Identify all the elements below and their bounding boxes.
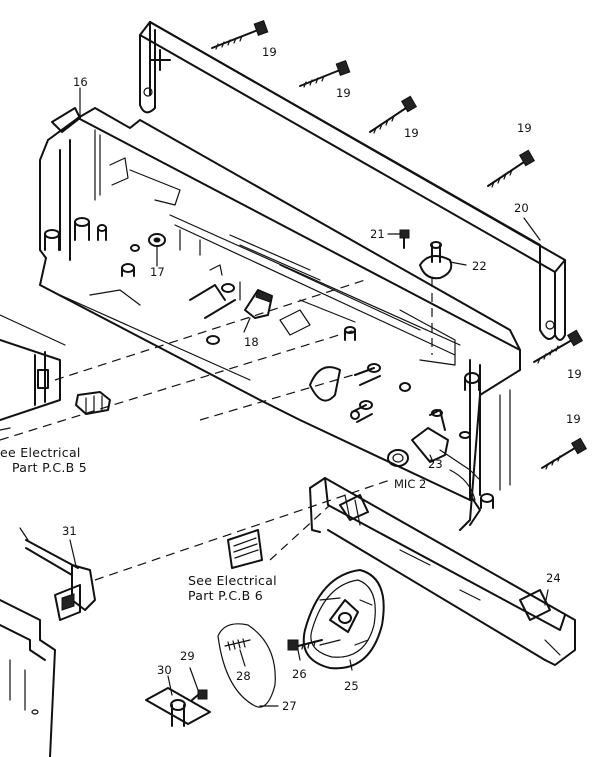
callout-27: 27 — [282, 699, 297, 713]
left-lower-plate — [0, 599, 56, 757]
screw-19-third — [369, 95, 418, 134]
callout-25: 25 — [344, 679, 359, 693]
chassis-bosses — [44, 217, 494, 509]
callout-19-f: 19 — [566, 412, 581, 426]
screw-19-second — [299, 60, 351, 88]
callout-17: 17 — [150, 265, 165, 279]
screw-19-fourth — [487, 149, 536, 188]
part-25-wheel — [302, 569, 385, 670]
note-pcb6-line1: See Electrical — [188, 573, 277, 588]
leader-lines — [0, 279, 391, 581]
part-24-rail — [309, 477, 576, 666]
part-23-bracket — [411, 409, 449, 463]
callout-22: 22 — [472, 259, 487, 273]
main-chassis-frame — [39, 107, 521, 531]
note-pcb5-line2: Part P.C.B 5 — [12, 460, 87, 475]
screw-19-right-upper — [533, 329, 584, 364]
part-29-screw — [191, 689, 208, 701]
part-22-clip — [419, 241, 453, 355]
callout-19-a: 19 — [262, 45, 277, 59]
callout-23: 23 — [428, 457, 443, 471]
callout-19-d: 19 — [517, 121, 532, 135]
pcb6-chip — [227, 529, 263, 569]
mic-2-capsule — [387, 449, 409, 467]
callout-20: 20 — [514, 201, 529, 215]
callout-28: 28 — [236, 669, 251, 683]
callout-16: 16 — [73, 75, 88, 89]
label-leaders — [69, 87, 549, 707]
part-30-bracket — [145, 687, 211, 727]
carry-handle — [139, 21, 566, 341]
part-17-nut — [148, 233, 166, 263]
part-27-belt — [217, 623, 276, 708]
callout-18: 18 — [244, 335, 259, 349]
callout-30: 30 — [157, 663, 172, 677]
screw-19-top — [211, 20, 269, 50]
part-18-knob — [189, 264, 311, 345]
part-31-lever — [19, 527, 96, 621]
callout-21: 21 — [370, 227, 385, 241]
part-21-screw — [399, 229, 410, 249]
callout-mic-2: MIC 2 — [394, 477, 426, 491]
part-26-screw — [287, 639, 323, 651]
screw-19-right-lower — [541, 437, 588, 470]
part-28-spring — [224, 638, 251, 651]
callout-19-c: 19 — [404, 126, 419, 140]
note-pcb5-line1: ee Electrical — [0, 445, 81, 460]
callout-29: 29 — [180, 649, 195, 663]
callout-31: 31 — [62, 524, 77, 538]
callout-19-e: 19 — [567, 367, 582, 381]
callout-24: 24 — [546, 571, 561, 585]
callout-19-b: 19 — [336, 86, 351, 100]
callout-26: 26 — [292, 667, 307, 681]
note-pcb6-line2: Part P.C.B 6 — [188, 588, 263, 603]
left-pcb5-partial — [0, 314, 111, 431]
